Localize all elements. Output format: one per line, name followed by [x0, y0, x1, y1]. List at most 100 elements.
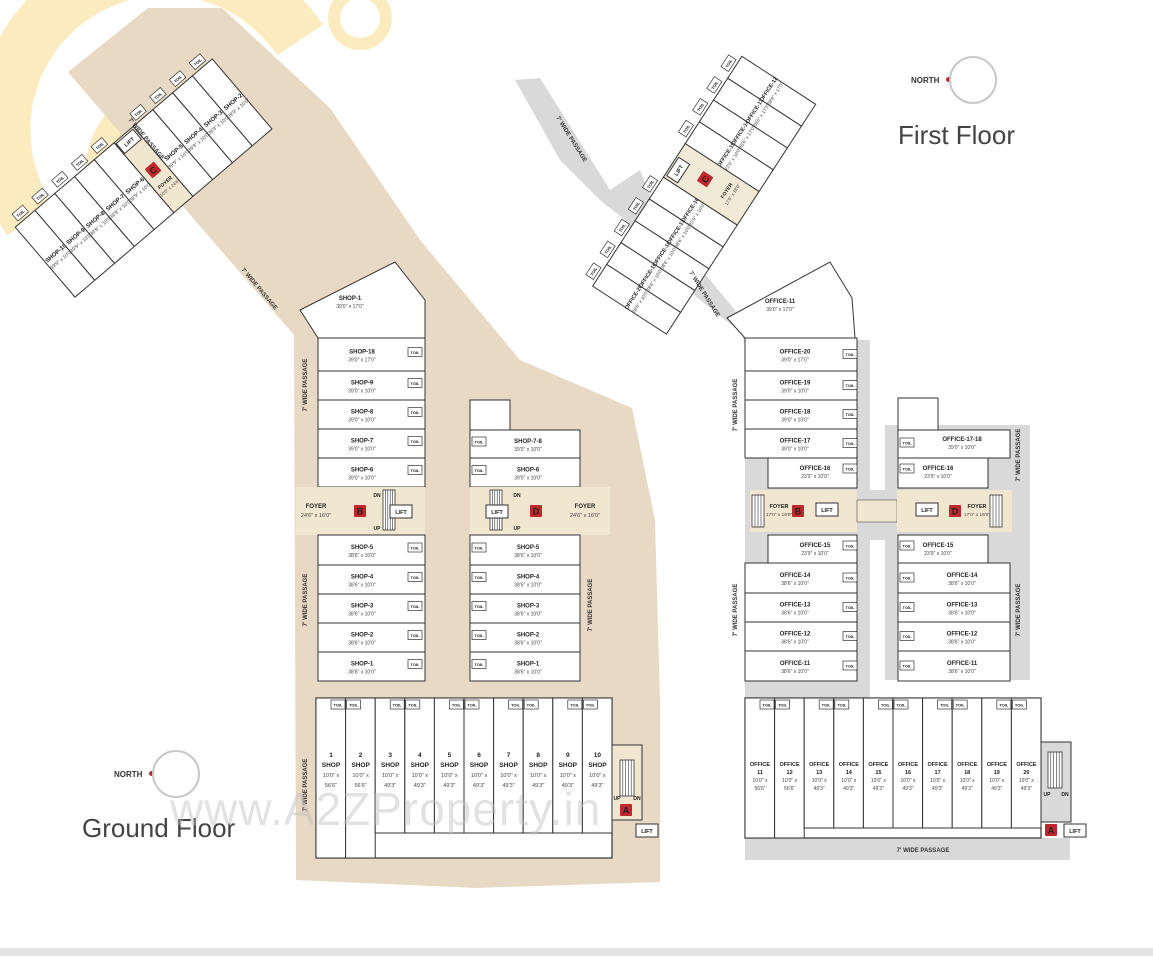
bottom-shop-toilet-text: TOIL: [586, 703, 596, 708]
foyer-b-up: UP: [374, 526, 382, 532]
first-left-bottom-office-toilet-text: TOIL: [845, 605, 855, 610]
left-bottom-shop-dim: 38'6" x 10'0": [348, 670, 376, 676]
first-left-top-office-toilet-text: TOIL: [845, 412, 855, 417]
first-left-15-toilet-box: [842, 540, 858, 551]
first-core-a-badge-box: [1045, 824, 1057, 836]
right-bottom-shop-dim: 38'6" x 10'0": [514, 612, 542, 618]
first-right-15-toilet: TOIL: [899, 540, 915, 551]
first-foyer-d-badge-box: [949, 505, 961, 517]
first-right-bottom-office-toilet: TOIL: [899, 631, 915, 641]
first-passage-label-4: 7' WIDE PASSAGE: [733, 584, 739, 637]
wing-shop-toilet-box: [149, 87, 167, 104]
bottom-shop-depth: 56'6": [355, 783, 367, 789]
first-bottom-office-toilet-text: TOIL: [956, 703, 966, 708]
right-top-shop: SHOP-7-839'0" x 10'0"TOIL: [469, 429, 581, 459]
first-right-bottom-office-dim: 38'6" x 10'0": [948, 581, 976, 587]
first-right-bottom-office-box: [897, 562, 1011, 594]
left-bottom-shop-name: SHOP-1: [351, 662, 374, 668]
left-top-shop-toilet: TOIL: [407, 407, 423, 417]
left-bottom-shop-toilet-box: [407, 659, 423, 669]
first-core-a-lift-box: [1063, 823, 1087, 838]
first-office-11: OFFICE-11 39'0" x 17'0": [726, 261, 856, 339]
office-11-name: OFFICE-11: [765, 299, 796, 305]
right-bottom-shop-box: [469, 622, 581, 653]
office-11-dim: 39'0" x 17'0": [766, 307, 794, 313]
left-top-shop-name: SHOP-7: [351, 439, 374, 445]
bottom-shop-num: 9: [566, 752, 570, 759]
first-right-bottom-office-toilet-text: TOIL: [902, 664, 912, 669]
foyer-c-badge-letter: C: [148, 164, 160, 176]
first-wing-office-toilet: TOIL: [706, 76, 723, 94]
first-bottom-office-name: OFFICE: [987, 762, 1007, 768]
wing-shop-toilet: TOIL: [70, 153, 89, 171]
bottom-shop-num: 4: [418, 752, 422, 759]
first-left-15-toilet: TOIL: [842, 540, 858, 551]
left-bottom-shop-box: [317, 534, 426, 566]
first-right-16-box: [897, 457, 989, 489]
first-left-bottom-office-toilet-text: TOIL: [845, 634, 855, 639]
bottom-shop-depth: 49'3": [562, 783, 574, 789]
first-north-label: NORTH: [911, 76, 940, 85]
bottom-shop-toilet-text: TOIL: [452, 703, 462, 708]
left-bottom-shop-dim: 38'6" x 10'0": [348, 612, 376, 618]
bottom-shop-box: [463, 697, 495, 834]
left-bottom-shop-toilet-box: [407, 572, 423, 582]
bottom-shop-depth: 49'3": [414, 783, 426, 789]
first-bottom-office-box: [803, 697, 835, 829]
bottom-shop-name: SHOP: [381, 762, 400, 769]
wing-shop: SHOP-539'9" x 10'0"TOIL: [129, 103, 214, 198]
first-foyer-c-badge: C: [697, 171, 713, 188]
bottom-shop-width: 10'0" x: [471, 773, 488, 779]
first-bottom-office-num: 12: [787, 770, 793, 776]
first-right-bottom-office-name: OFFICE-13: [947, 603, 978, 609]
first-bottom-office-toilet-text: TOIL: [1015, 703, 1025, 708]
watermark: www.A2ZProperty.in: [170, 783, 602, 835]
first-bottom-office-num: 17: [935, 770, 941, 776]
right-top-shop: SHOP-639'0" x 10'0"TOIL: [469, 457, 581, 488]
foyer-c-badge-box: [145, 161, 162, 178]
foyer-c-lift: LIFT: [115, 128, 143, 155]
first-bottom-office-depth: 49'3": [814, 786, 825, 792]
first-foyer-c-lift: LIFT: [666, 156, 691, 184]
first-core-a-lift: LIFT: [1063, 823, 1087, 838]
right-bottom-shop-toilet: TOIL: [471, 601, 487, 611]
first-left-top-office-toilet: TOIL: [842, 438, 858, 448]
first-right-bottom-office-name: OFFICE-12: [947, 632, 978, 638]
first-left-bottom-office-dim: 38'6" x 10'0": [781, 640, 809, 646]
bottom-shop-toilet-text: TOIL: [467, 703, 477, 708]
first-left-bottom-office-box: [744, 650, 858, 682]
left-bottom-shop-dim: 38'6" x 10'0": [348, 553, 376, 559]
bottom-shop-box: [345, 697, 376, 859]
first-foyer-c-badge-box: [697, 171, 713, 188]
first-left-15-dim: 23'9" x 10'0": [801, 551, 829, 557]
left-top-shop-name: SHOP-6: [351, 468, 374, 474]
first-wing-office-toilet-box: [585, 262, 602, 280]
left-bottom-shop-toilet-text: TOIL: [410, 633, 420, 638]
right-bottom-shop-name: SHOP-1: [517, 662, 540, 668]
first-bottom-office-width: 10'0" x: [753, 778, 768, 784]
first-left-bottom-office-toilet: TOIL: [842, 572, 858, 583]
first-left-bottom-office-toilet: TOIL: [842, 631, 858, 641]
first-right-15-dim: 23'9" x 10'0": [924, 551, 952, 557]
left-top-shop-name: SHOP-9: [351, 381, 374, 387]
first-foyer-b-lift: LIFT: [815, 502, 839, 517]
first-left-bottom-office-dim: 38'6" x 10'0": [781, 611, 809, 617]
ground-north-dot: [149, 771, 154, 776]
wing-shop-toilet-text: TOIL: [16, 208, 27, 218]
first-wing-office-toilet: TOIL: [642, 175, 659, 193]
first-passage-label-3: 7' WIDE PASSAGE: [733, 379, 739, 432]
bottom-shop-toilet-box: [346, 699, 361, 710]
bottom-shop-name: SHOP: [529, 762, 548, 769]
right-bottom-shop-toilet-text: TOIL: [474, 575, 484, 580]
